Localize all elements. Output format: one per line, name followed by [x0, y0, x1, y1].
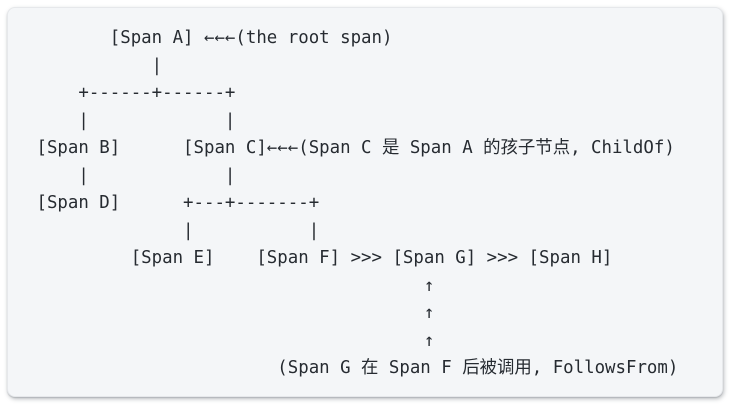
ascii-line: [Span A] ←←←(the root span): [26, 28, 393, 48]
ascii-line: |: [26, 55, 163, 76]
ascii-line: | |: [26, 220, 320, 241]
ascii-line: ↑: [26, 275, 435, 296]
ascii-line: | |: [26, 110, 236, 131]
ascii-line: ↑: [26, 330, 435, 351]
ascii-line: | |: [26, 165, 236, 186]
ascii-line: [Span E] [Span F] >>> [Span G] >>> [Span…: [26, 248, 613, 268]
ascii-line: ↑: [26, 303, 435, 323]
ascii-line: [Span D] +---+-------+: [26, 193, 320, 213]
ascii-line: [Span B] [Span C]←←←(Span C 是 Span A 的孩子…: [26, 138, 675, 158]
code-block: [Span A] ←←←(the root span) | +------+--…: [7, 7, 723, 397]
ascii-line: (Span G 在 Span F 后被调用, FollowsFrom): [26, 358, 679, 378]
ascii-span-tree-diagram: [Span A] ←←←(the root span) | +------+--…: [8, 8, 722, 383]
ascii-line: +------+------+: [26, 83, 236, 103]
